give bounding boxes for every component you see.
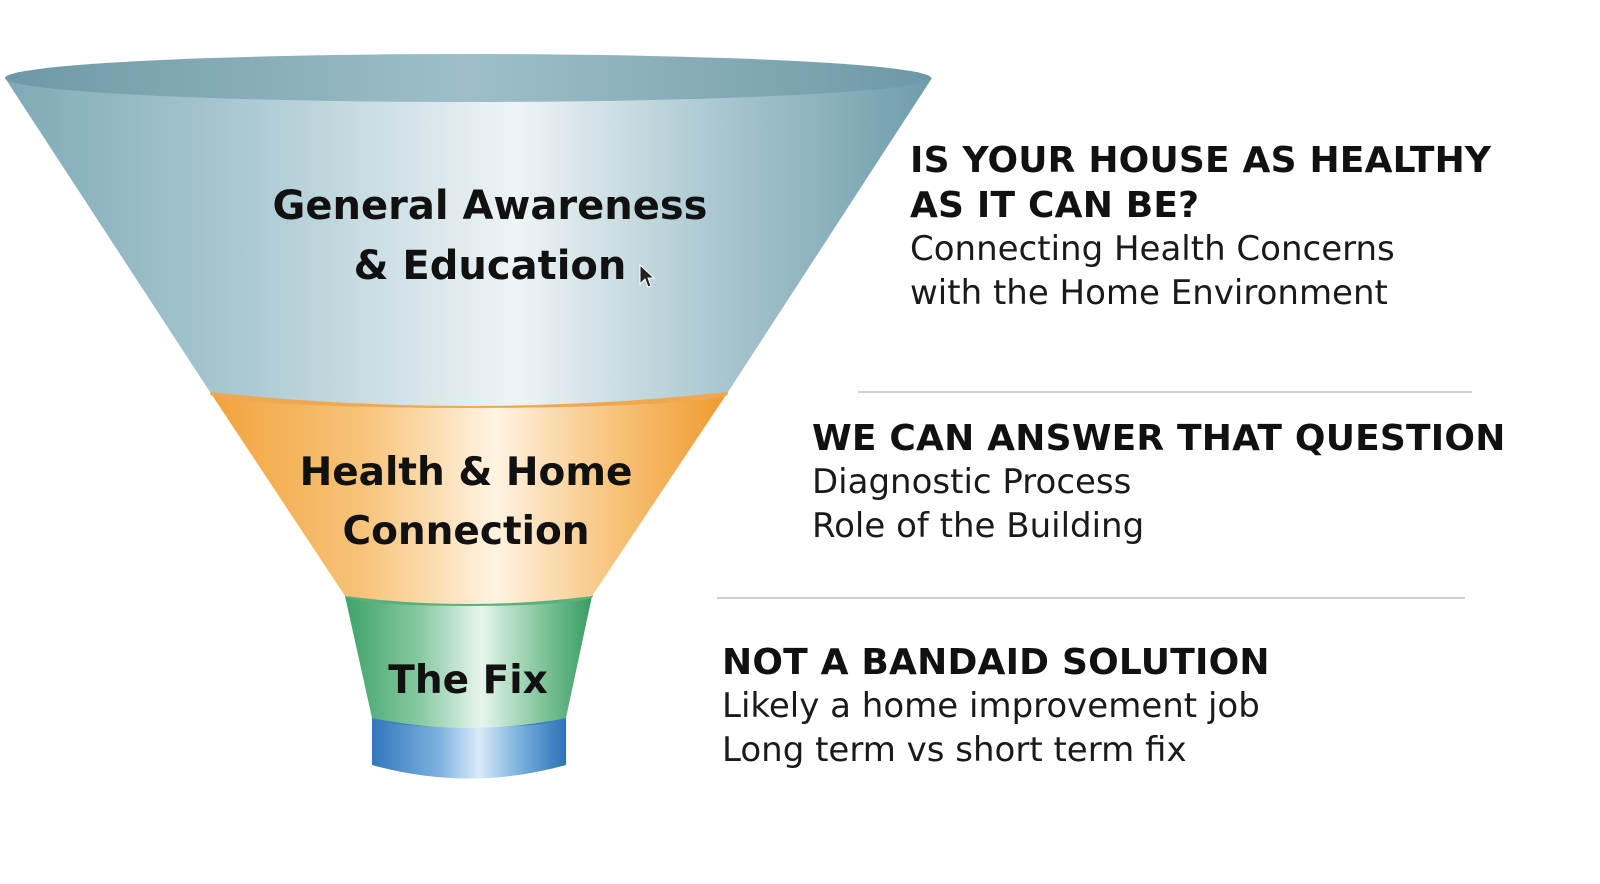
funnel-label-line: The Fix [388, 658, 548, 703]
funnel-stage-awareness [5, 54, 932, 406]
funnel-label-line: Connection [342, 508, 590, 554]
section-answer-question: WE CAN ANSWER THAT QUESTION Diagnostic P… [812, 416, 1506, 548]
section-line: Role of the Building [812, 505, 1145, 546]
funnel-label-line: General Awareness [272, 183, 708, 229]
section-heading: WE CAN ANSWER THAT QUESTION [812, 418, 1506, 459]
section-line: Likely a home improvement job [722, 686, 1260, 726]
funnel-label-connection: Health & Home Connection [266, 444, 666, 561]
section-heading: AS IT CAN BE? [910, 185, 1200, 226]
funnel-label-awareness: General Awareness & Education [240, 176, 740, 296]
section-heading: NOT A BANDAID SOLUTION [722, 642, 1270, 683]
section-line: Diagnostic Process [812, 462, 1132, 502]
section-line: Long term vs short term fix [722, 729, 1187, 770]
section-heading: IS YOUR HOUSE AS HEALTHY [910, 140, 1492, 181]
funnel-label-fix: The Fix [368, 652, 568, 711]
divider-2 [717, 597, 1465, 599]
divider-1 [858, 391, 1472, 393]
mouse-pointer-icon [639, 264, 655, 288]
section-line: with the Home Environment [910, 272, 1388, 313]
section-bandaid: NOT A BANDAID SOLUTION Likely a home imp… [722, 640, 1270, 772]
funnel-label-line: & Education [353, 243, 627, 289]
section-line: Connecting Health Concerns [910, 229, 1395, 269]
funnel-label-line: Health & Home [299, 450, 633, 495]
section-healthy-house: IS YOUR HOUSE AS HEALTHY AS IT CAN BE? C… [910, 138, 1491, 315]
